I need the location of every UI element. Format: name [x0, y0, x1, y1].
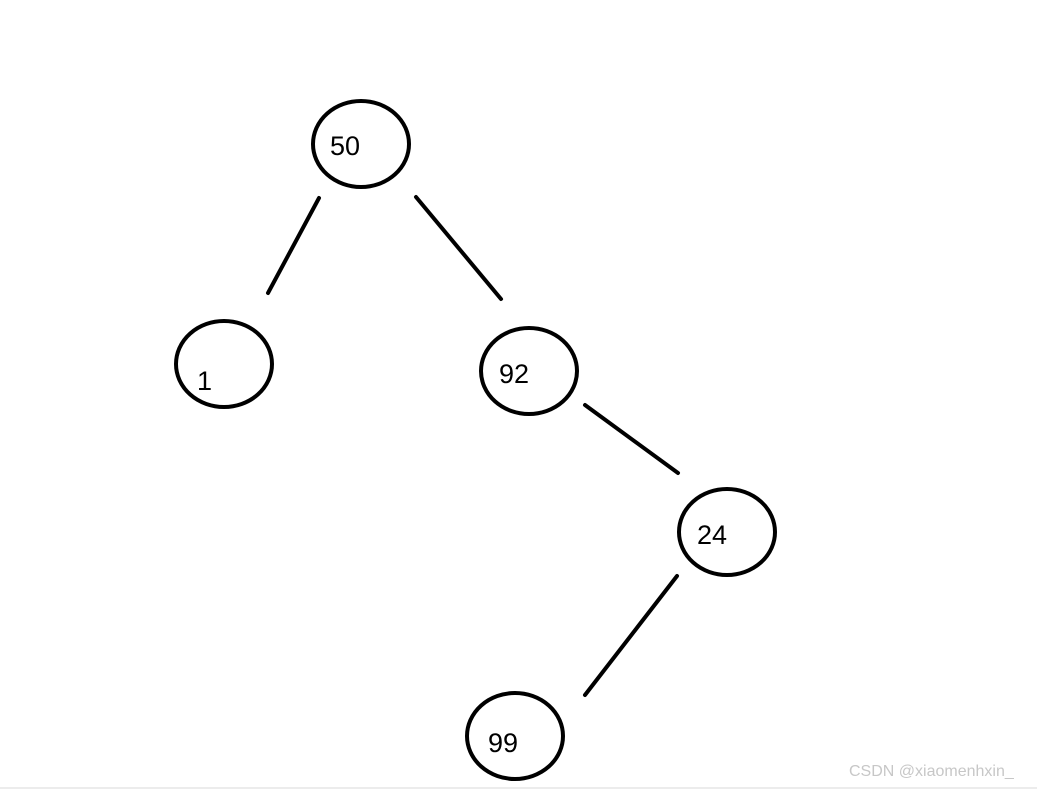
tree-node-24: 24	[677, 487, 777, 577]
node-circle	[677, 487, 777, 577]
tree-node-1: 1	[174, 319, 274, 409]
tree-node-50: 50	[311, 99, 411, 189]
bottom-divider	[0, 787, 1037, 789]
node-label-24: 24	[697, 520, 727, 550]
node-label-1: 1	[197, 366, 212, 396]
edge-50-to-1	[266, 196, 321, 295]
csdn-watermark: CSDN @xiaomenhxin_	[849, 763, 1014, 780]
edge-24-to-99	[583, 574, 679, 697]
tree-node-92: 92	[479, 326, 579, 416]
node-circle	[311, 99, 411, 189]
node-circle	[479, 326, 579, 416]
node-label-92: 92	[499, 359, 529, 389]
node-label-99: 99	[488, 728, 518, 758]
edges	[266, 195, 680, 697]
tree-node-99: 99	[465, 691, 565, 781]
edge-92-to-24	[583, 403, 680, 475]
node-circle	[174, 319, 274, 409]
node-label-50: 50	[330, 131, 360, 161]
edge-50-to-92	[414, 195, 503, 301]
node-circle	[465, 691, 565, 781]
nodes: 50 1 92 24 99	[174, 99, 777, 781]
